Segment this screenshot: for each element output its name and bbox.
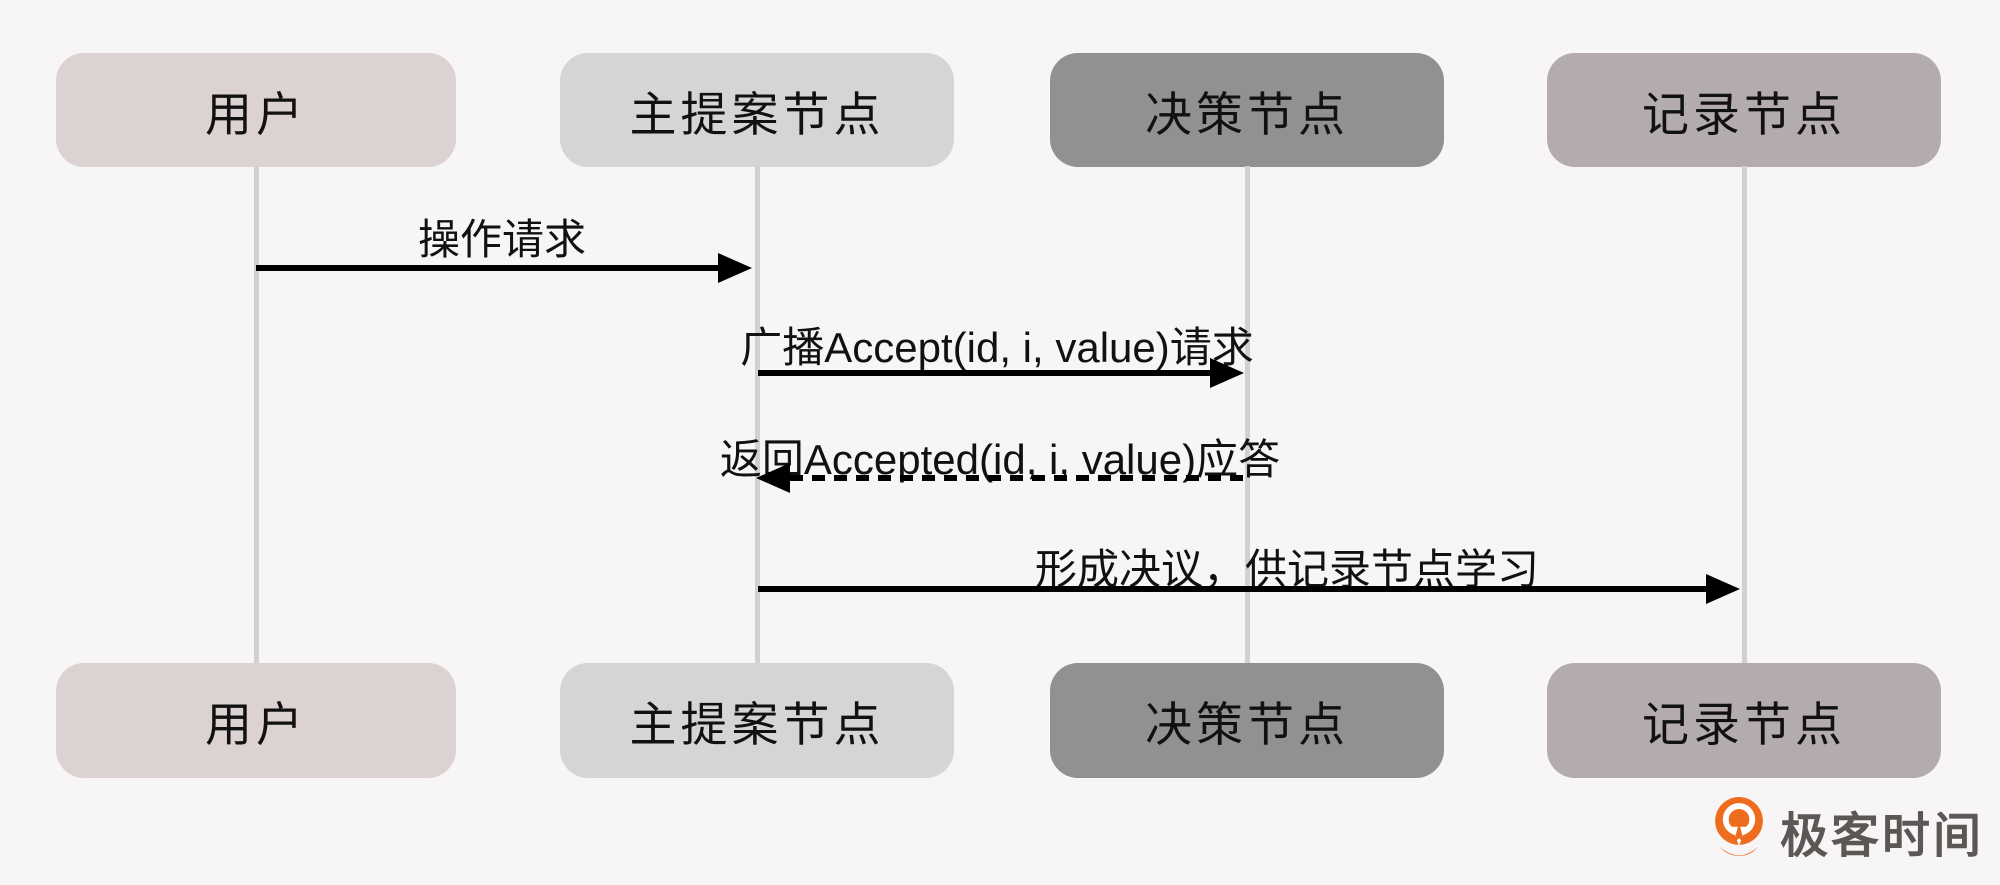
actor-top-user: 用户	[56, 53, 456, 167]
actor-bottom-user: 用户	[56, 663, 456, 778]
actor-label: 用户	[205, 87, 307, 141]
lifeline-decider	[1245, 166, 1250, 664]
actor-top-proposer: 主提案节点	[560, 53, 954, 167]
lifeline-recorder	[1742, 166, 1747, 664]
lifeline-user	[254, 166, 259, 664]
message-label-4: 形成决议，供记录节点学习	[1034, 546, 1540, 593]
lifeline-proposer	[755, 166, 760, 664]
actor-label: 主提案节点	[629, 87, 885, 141]
message-arrow-4	[758, 586, 1708, 592]
geektime-pin-icon	[1715, 797, 1763, 856]
actor-bottom-proposer: 主提案节点	[560, 663, 954, 778]
brand-logo: 极客时间	[1712, 796, 1984, 866]
arrowhead-right-icon	[1210, 358, 1244, 388]
message-arrow-1	[256, 265, 720, 271]
arrowhead-right-icon	[1706, 574, 1740, 604]
arrowhead-left-icon	[756, 463, 790, 493]
actor-label: 用户	[205, 698, 307, 751]
message-label-2: 广播Accept(id, i, value)请求	[740, 324, 1254, 371]
message-arrow-2	[758, 370, 1212, 376]
actor-bottom-decider: 决策节点	[1050, 663, 1444, 778]
actor-bottom-recorder: 记录节点	[1547, 663, 1941, 778]
actor-label: 决策节点	[1145, 87, 1349, 141]
brand-logo-text: 极客时间	[1780, 810, 1985, 863]
actor-label: 主提案节点	[629, 698, 885, 751]
actor-top-recorder: 记录节点	[1547, 53, 1941, 167]
actor-label: 记录节点	[1642, 698, 1846, 751]
message-label-1: 操作请求	[417, 216, 587, 263]
actor-label: 记录节点	[1642, 87, 1846, 141]
message-arrow-3	[790, 475, 1244, 481]
arrowhead-right-icon	[718, 253, 752, 283]
actor-label: 决策节点	[1145, 698, 1349, 751]
actor-top-decider: 决策节点	[1050, 53, 1444, 167]
